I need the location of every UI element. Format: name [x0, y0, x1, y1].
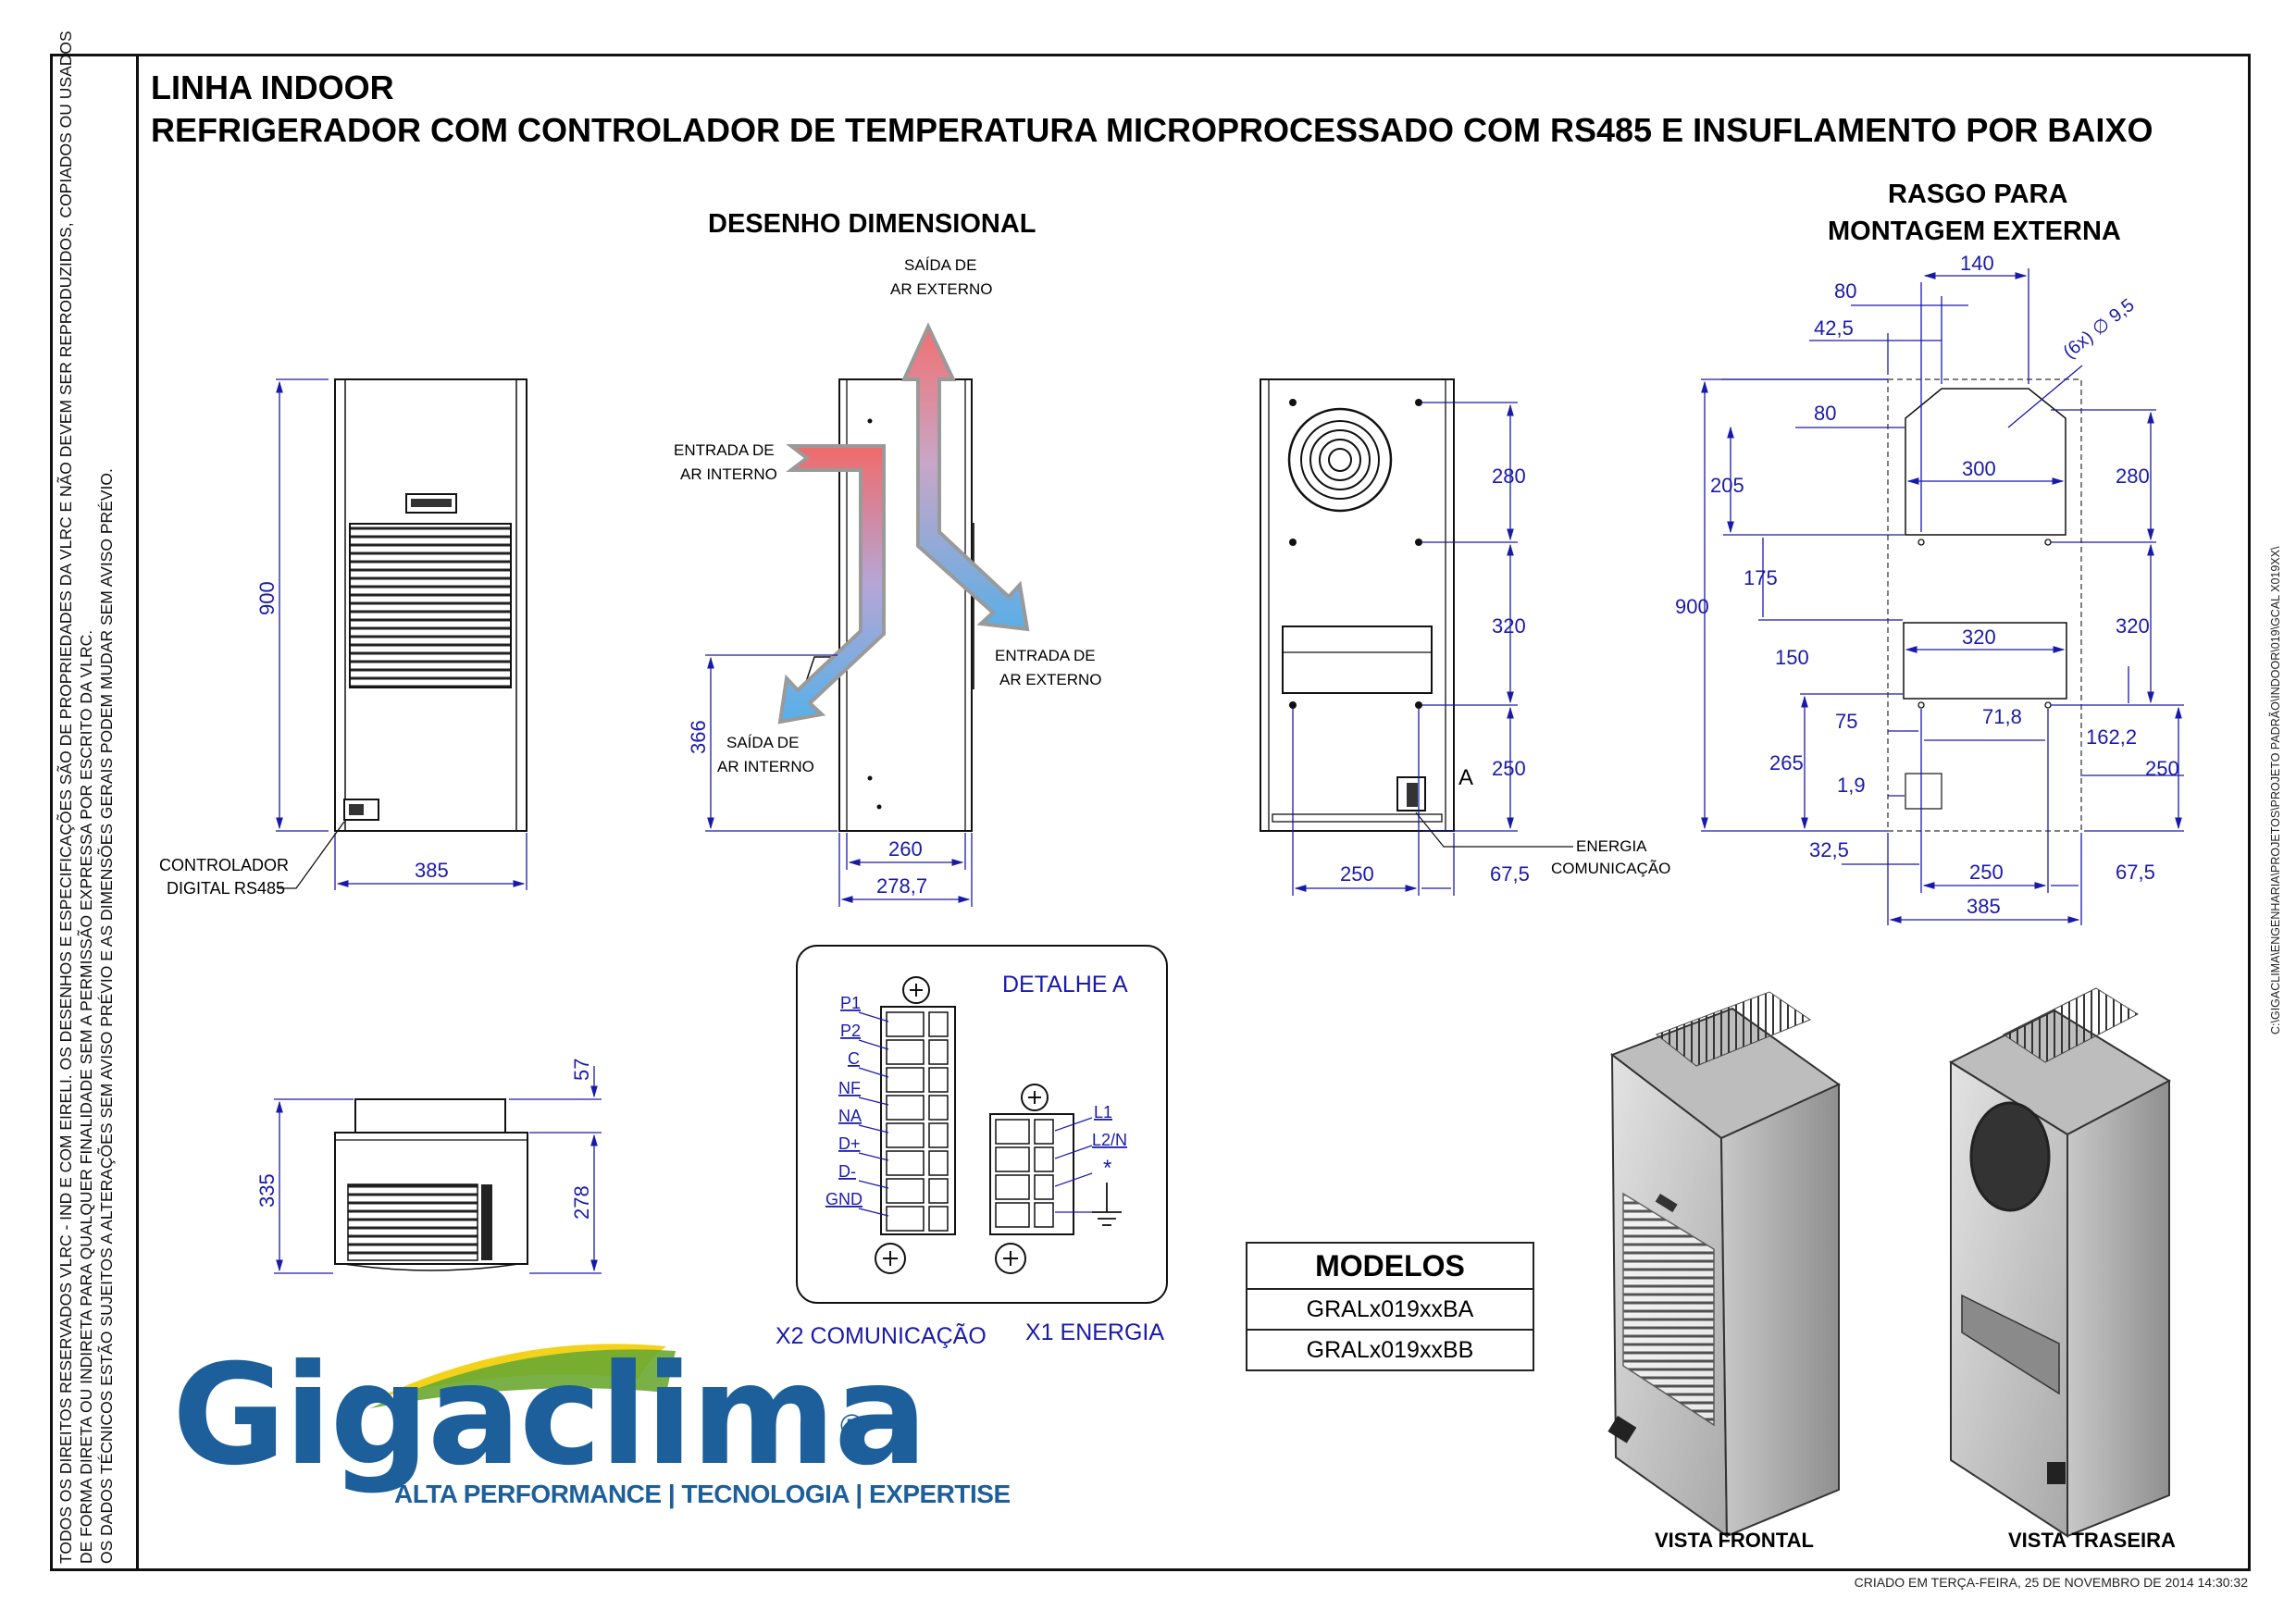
section-rasgo-line-1: RASGO PARA [1888, 180, 2067, 209]
side-260-dim: 260 [888, 837, 923, 861]
front-width-dim: 385 [415, 859, 449, 882]
rear-280-dim: 280 [1492, 465, 1526, 488]
cut-80-mid: 80 [1814, 402, 1836, 425]
controller-label-2: DIGITAL RS485 [167, 879, 285, 898]
cut-300: 300 [1962, 457, 1996, 480]
title-line-2: REFRIGERADOR COM CONTROLADOR DE TEMPERAT… [151, 111, 2153, 149]
cut-80-top: 80 [1834, 279, 1856, 303]
x1-star: * [1103, 1156, 1111, 1181]
cut-140: 140 [1960, 252, 1994, 275]
cut-67: 67,5 [2116, 861, 2155, 884]
rear-250-dim: 250 [1492, 757, 1526, 780]
top-335-dim: 335 [255, 1173, 279, 1208]
rear-bottom-250-dim: 250 [1340, 862, 1374, 886]
cut-900: 900 [1675, 595, 1709, 618]
x2-comunicacao-label: X2 COMUNICAÇÃO [776, 1322, 987, 1349]
front-view: 900 385 CONTROLADOR DIGITAL RS485 [159, 378, 527, 898]
side-view: SAÍDA DE AR EXTERNO ENTRADA DE AR INTERN… [674, 256, 1102, 907]
vista-frontal-label: VISTA FRONTAL [1655, 1529, 1814, 1552]
brand-tagline: ALTA PERFORMANCE | TECNOLOGIA | EXPERTIS… [394, 1480, 1011, 1508]
models-table: MODELOS GRALx019xxBA GRALx019xxBB [1246, 1242, 1534, 1371]
cut-385: 385 [1967, 895, 2001, 918]
cut-175: 175 [1744, 566, 1778, 589]
model-row: GRALx019xxBB [1306, 1337, 1474, 1363]
entrada-ar-interno-1: ENTRADA DE [674, 441, 775, 459]
fan-icon [1287, 407, 1393, 513]
section-desenho-dimensional: DESENHO DIMENSIONAL [708, 209, 1036, 239]
rear-320-dim: 320 [1492, 614, 1526, 638]
saida-ar-externo-2: AR EXTERNO [890, 280, 993, 298]
x2-dminus: D- [838, 1162, 856, 1181]
cut-250-bottom: 250 [1969, 861, 2004, 884]
legal-strip [50, 54, 139, 1571]
models-heading: MODELOS [1247, 1244, 1533, 1290]
cut-42: 42,5 [1814, 316, 1854, 340]
entrada-ar-externo-2: AR EXTERNO [999, 671, 1102, 688]
detail-a: DETALHE A [776, 945, 1168, 1349]
cut-250-right: 250 [2145, 757, 2179, 780]
front-height-dim: 900 [255, 581, 279, 615]
x2-p2: P2 [840, 1022, 861, 1040]
detalhe-a-title: DETALHE A [1002, 972, 1128, 997]
cut-265: 265 [1769, 751, 1804, 774]
model-row: GRALx019xxBA [1247, 1290, 1533, 1331]
vista-frontal-3d: VISTA FRONTAL [1607, 991, 1841, 1552]
side-366-dim: 366 [687, 720, 710, 754]
controller-label-1: CONTROLADOR [159, 856, 289, 874]
internal-air-arrow [777, 444, 886, 725]
cut-32: 32,5 [1809, 838, 1849, 861]
energia-label: ENERGIA [1576, 837, 1647, 855]
top-57-dim: 57 [570, 1059, 593, 1081]
x2-p1: P1 [840, 994, 861, 1012]
top-view: 335 57 278 [255, 1059, 602, 1274]
vista-traseira-label: VISTA TRASEIRA [2008, 1529, 2176, 1552]
x2-dplus: D+ [838, 1134, 861, 1153]
x1-energia-label: X1 ENERGIA [1025, 1319, 1164, 1345]
drawing-frame [50, 54, 2251, 1571]
top-278-dim: 278 [570, 1185, 593, 1220]
side-278-dim: 278,7 [876, 874, 927, 898]
external-air-arrow [900, 322, 1030, 632]
x2-na: NA [838, 1107, 862, 1125]
cut-162: 162,2 [2086, 725, 2137, 749]
cut-71: 71,8 [1982, 705, 2022, 728]
rear-bottom-67-dim: 67,5 [1490, 862, 1530, 886]
x2-c: C [848, 1049, 860, 1068]
creation-date: CRIADO EM TERÇA-FEIRA, 25 DE NOVEMBRO DE… [1854, 1575, 2248, 1590]
entrada-ar-externo-1: ENTRADA DE [995, 647, 1096, 664]
cut-75: 75 [1835, 710, 1857, 733]
cut-320-right: 320 [2116, 614, 2150, 638]
detail-a-marker: A [1458, 765, 1473, 790]
cut-320-inner: 320 [1962, 626, 1996, 649]
ground-icon [1055, 1183, 1122, 1226]
rear-fan-icon [1969, 1101, 2051, 1212]
x1-l1: L1 [1094, 1103, 1112, 1121]
saida-ar-interno-1: SAÍDA DE [726, 734, 799, 751]
brand-logo: Gigaclima ALTA PERFORMANCE | TECNOLOGIA … [172, 1346, 1011, 1509]
cut-1-9: 1,9 [1837, 774, 1866, 797]
cut-280: 280 [2116, 465, 2150, 488]
brand-swoosh [370, 1344, 676, 1408]
cut-hole: (6x) ∅ 9,5 [2060, 295, 2139, 363]
rear-view: A 280 320 250 250 67 [1260, 378, 1670, 896]
x2-nf: NF [838, 1079, 861, 1097]
vista-traseira-3d: VISTA TRASEIRA [1948, 987, 2176, 1552]
mounting-cutout: 140 80 42,5 (6x) ∅ 9,5 80 205 300 280 90… [1675, 252, 2184, 925]
saida-ar-interno-2: AR INTERNO [717, 758, 814, 775]
comunicacao-label: COMUNICAÇÃO [1551, 860, 1670, 877]
x1-l2n: L2/N [1092, 1131, 1127, 1149]
brand-name: Gigaclima [172, 1335, 927, 1496]
saida-ar-externo-1: SAÍDA DE [904, 256, 976, 274]
x2-gnd: GND [825, 1190, 863, 1208]
cut-205: 205 [1710, 474, 1744, 497]
title-line-1: LINHA INDOOR [151, 68, 394, 106]
cut-150: 150 [1775, 646, 1809, 669]
registered-mark: ® [840, 1408, 864, 1443]
entrada-ar-interno-2: AR INTERNO [680, 465, 777, 483]
section-rasgo-line-2: MONTAGEM EXTERNA [1828, 217, 2121, 246]
